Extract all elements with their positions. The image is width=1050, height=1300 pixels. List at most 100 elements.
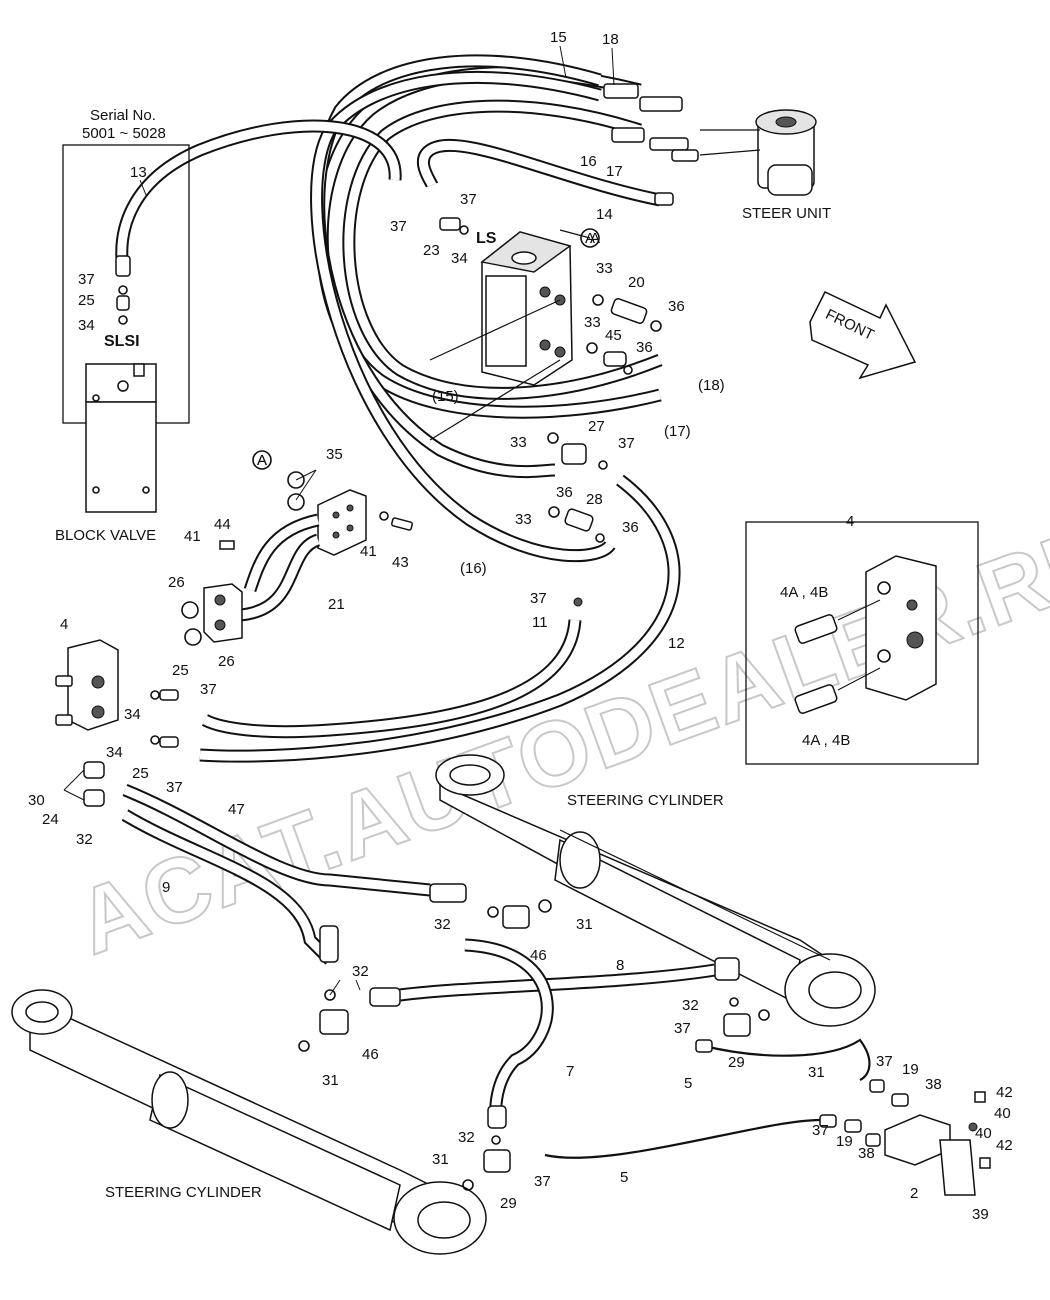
part-label: 12 [668, 635, 685, 652]
part-label: 11 [532, 614, 548, 631]
part-label: 31 [432, 1151, 449, 1168]
part-label: 34 [451, 250, 468, 267]
part-label: 37 [530, 590, 547, 607]
part-label: 2 [910, 1185, 918, 1202]
part-label: (16) [460, 560, 487, 577]
part-label: 38 [925, 1076, 942, 1093]
detail-4-block [794, 555, 937, 714]
part-label: 19 [902, 1061, 919, 1078]
part-label: 47 [228, 801, 245, 818]
part-label: 40 [994, 1105, 1011, 1122]
serial-label-line1: Serial No. [90, 107, 156, 124]
steering-cylinder-lower [11, 989, 487, 1255]
ls-port-label: LS [476, 230, 497, 247]
part-label: 17 [606, 163, 623, 180]
part-label: 14 [596, 206, 613, 223]
part-label: 37 [618, 435, 635, 452]
part-label: 32 [682, 997, 699, 1014]
part-label: 5 [684, 1075, 692, 1092]
part-label: 34 [106, 744, 123, 761]
part-label: 41 [184, 528, 201, 545]
leader-lines [63, 45, 615, 996]
part-label: 37 [390, 218, 407, 235]
part-label: 21 [328, 596, 345, 613]
part-label: 37 [166, 779, 183, 796]
part-label: 43 [392, 554, 409, 571]
part-label: 37 [78, 271, 95, 288]
serial-label-line2: 5001 ~ 5028 [82, 125, 166, 142]
part-label: 13 [130, 164, 147, 181]
hose-bundle-upper [115, 54, 681, 763]
detail-4-label-top: 4A , 4B [780, 584, 828, 601]
part-label: 25 [172, 662, 189, 679]
part-label: 31 [808, 1064, 825, 1081]
part-label: 37 [812, 1122, 829, 1139]
part-label: 25 [78, 292, 95, 309]
steer-unit-title: STEER UNIT [742, 205, 831, 222]
part-label: 32 [434, 916, 451, 933]
part-label: 15 [550, 29, 567, 46]
part-label: 33 [510, 434, 527, 451]
part-label: 33 [584, 314, 601, 331]
part-label: 36 [636, 339, 653, 356]
detail-4-title: 4 [846, 513, 854, 530]
part-label: 39 [972, 1206, 989, 1223]
detail-ref-circle [580, 228, 600, 248]
part-label: A [257, 452, 267, 469]
part-label: 32 [352, 963, 369, 980]
part-label: 30 [28, 792, 45, 809]
part-label: 24 [42, 811, 59, 828]
part-label: 46 [530, 947, 547, 964]
part-label: 23 [423, 242, 440, 259]
part-label: 31 [322, 1072, 339, 1089]
part-labels: 15 18 13 37 37 23 34 33 20 36 4 5 33 36 (… [28, 29, 1013, 1223]
part-label: 41 [360, 543, 377, 560]
detail-ref-label-2: A [257, 452, 267, 469]
part-label: 38 [858, 1145, 875, 1162]
steer-unit [603, 83, 817, 206]
block-valve-assembly: A [55, 450, 413, 807]
part-label: 37 [460, 191, 477, 208]
part-label: 37 [200, 681, 217, 698]
part-label: 46 [362, 1046, 379, 1063]
part-label: 40 [975, 1125, 992, 1142]
part-label: 20 [628, 274, 645, 291]
block-valve-title: BLOCK VALVE [55, 527, 156, 544]
part-label: (17) [664, 423, 691, 440]
part-label: (15) [432, 388, 459, 405]
part-label: 16 [580, 153, 597, 170]
part-label: 42 [996, 1137, 1013, 1154]
part-label: 44 [214, 516, 231, 533]
part-label: 26 [168, 574, 185, 591]
slsi-port-label: SLSI [104, 333, 140, 350]
detail-4-box [745, 521, 979, 765]
part-label: 29 [728, 1054, 745, 1071]
part-label: A [590, 230, 600, 247]
part-label: 36 [556, 484, 573, 501]
part-label: 29 [500, 1195, 517, 1212]
part-label: 33 [515, 511, 532, 528]
part-label: 4 [60, 616, 68, 633]
part-label: 7 [566, 1063, 574, 1080]
part-label: 37 [534, 1173, 551, 1190]
part-label: 27 [588, 418, 605, 435]
hose-bundle-lower [121, 783, 871, 1159]
steering-cylinder-upper-title: STEERING CYLINDER [567, 792, 724, 809]
part-label: 33 [596, 260, 613, 277]
priority-valve-block [429, 229, 591, 441]
part-label: (18) [698, 377, 725, 394]
part-label: 35 [326, 446, 343, 463]
detail-ref-label: A [585, 230, 595, 247]
part-label: 32 [458, 1129, 475, 1146]
part-label: 37 [674, 1020, 691, 1037]
steering-cylinder-lower-title: STEERING CYLINDER [105, 1184, 262, 1201]
part-label: 34 [124, 706, 141, 723]
part-label: 5 [620, 1169, 628, 1186]
detail-4-label-bottom: 4A , 4B [802, 732, 850, 749]
part-label: 8 [616, 957, 624, 974]
part-label: 19 [836, 1133, 853, 1150]
part-label: 18 [602, 31, 619, 48]
part-label: 42 [996, 1084, 1013, 1101]
part-label: 25 [132, 765, 149, 782]
